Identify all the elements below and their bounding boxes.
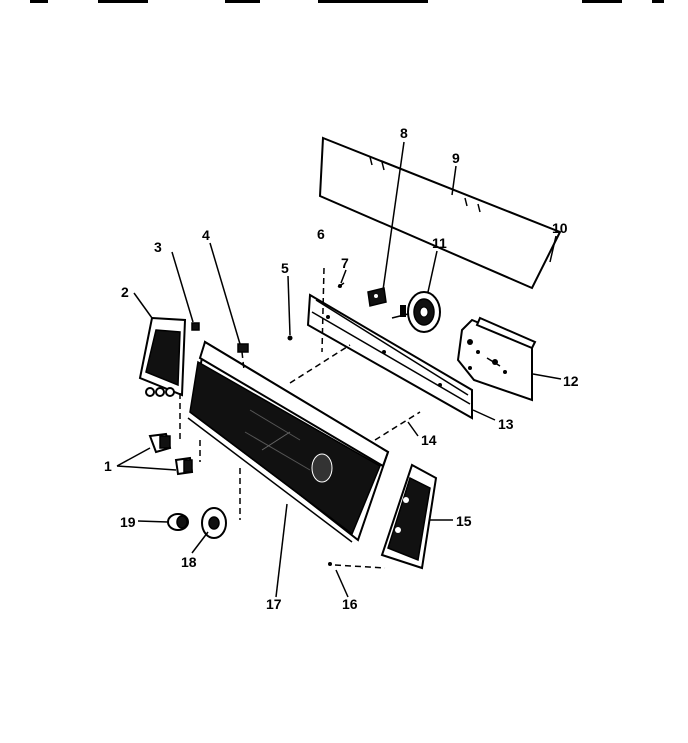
part-15-right-endcap bbox=[380, 463, 438, 570]
part-2-left-endcap bbox=[138, 316, 187, 397]
part-4-clip bbox=[237, 343, 249, 353]
callout-18: 18 bbox=[181, 554, 197, 570]
part-16-screw bbox=[328, 562, 332, 566]
part-8-switch bbox=[367, 287, 387, 307]
callout-12: 12 bbox=[563, 373, 579, 389]
part-13-mounting-bracket bbox=[306, 293, 473, 420]
part-3-clip bbox=[191, 322, 200, 331]
callout-14: 14 bbox=[421, 432, 437, 448]
part-5-screw bbox=[287, 335, 293, 341]
callout-10: 10 bbox=[552, 220, 568, 236]
part-7-screw bbox=[337, 282, 345, 288]
callout-1: 1 bbox=[104, 458, 112, 474]
callout-3: 3 bbox=[154, 239, 162, 255]
callout-5: 5 bbox=[281, 260, 289, 276]
part-1-knobs bbox=[148, 432, 194, 476]
callout-7: 7 bbox=[341, 255, 349, 271]
assembly-lines bbox=[179, 267, 421, 569]
callout-16: 16 bbox=[342, 596, 358, 612]
leader-lines bbox=[116, 141, 562, 598]
part-11-selector-switch bbox=[391, 291, 441, 333]
callout-13: 13 bbox=[498, 416, 514, 432]
callout-11: 11 bbox=[432, 235, 447, 251]
callout-17: 17 bbox=[266, 596, 282, 612]
part-9-back-panel bbox=[318, 136, 562, 290]
callout-6: 6 bbox=[317, 226, 325, 242]
callout-8: 8 bbox=[400, 125, 408, 141]
scan-edge-marks bbox=[30, 0, 664, 3]
part-19-knob bbox=[167, 513, 189, 531]
callout-15: 15 bbox=[456, 513, 472, 529]
callout-9: 9 bbox=[452, 150, 460, 166]
callout-4: 4 bbox=[202, 227, 210, 243]
callout-19: 19 bbox=[120, 514, 136, 530]
part-12-timer bbox=[456, 316, 537, 402]
callout-2: 2 bbox=[121, 284, 129, 300]
part-17-control-panel bbox=[187, 340, 390, 543]
part-18-dial bbox=[201, 507, 227, 539]
callout-labels: 8 9 10 11 3 4 6 7 5 2 12 13 14 1 15 19 1… bbox=[104, 125, 579, 612]
